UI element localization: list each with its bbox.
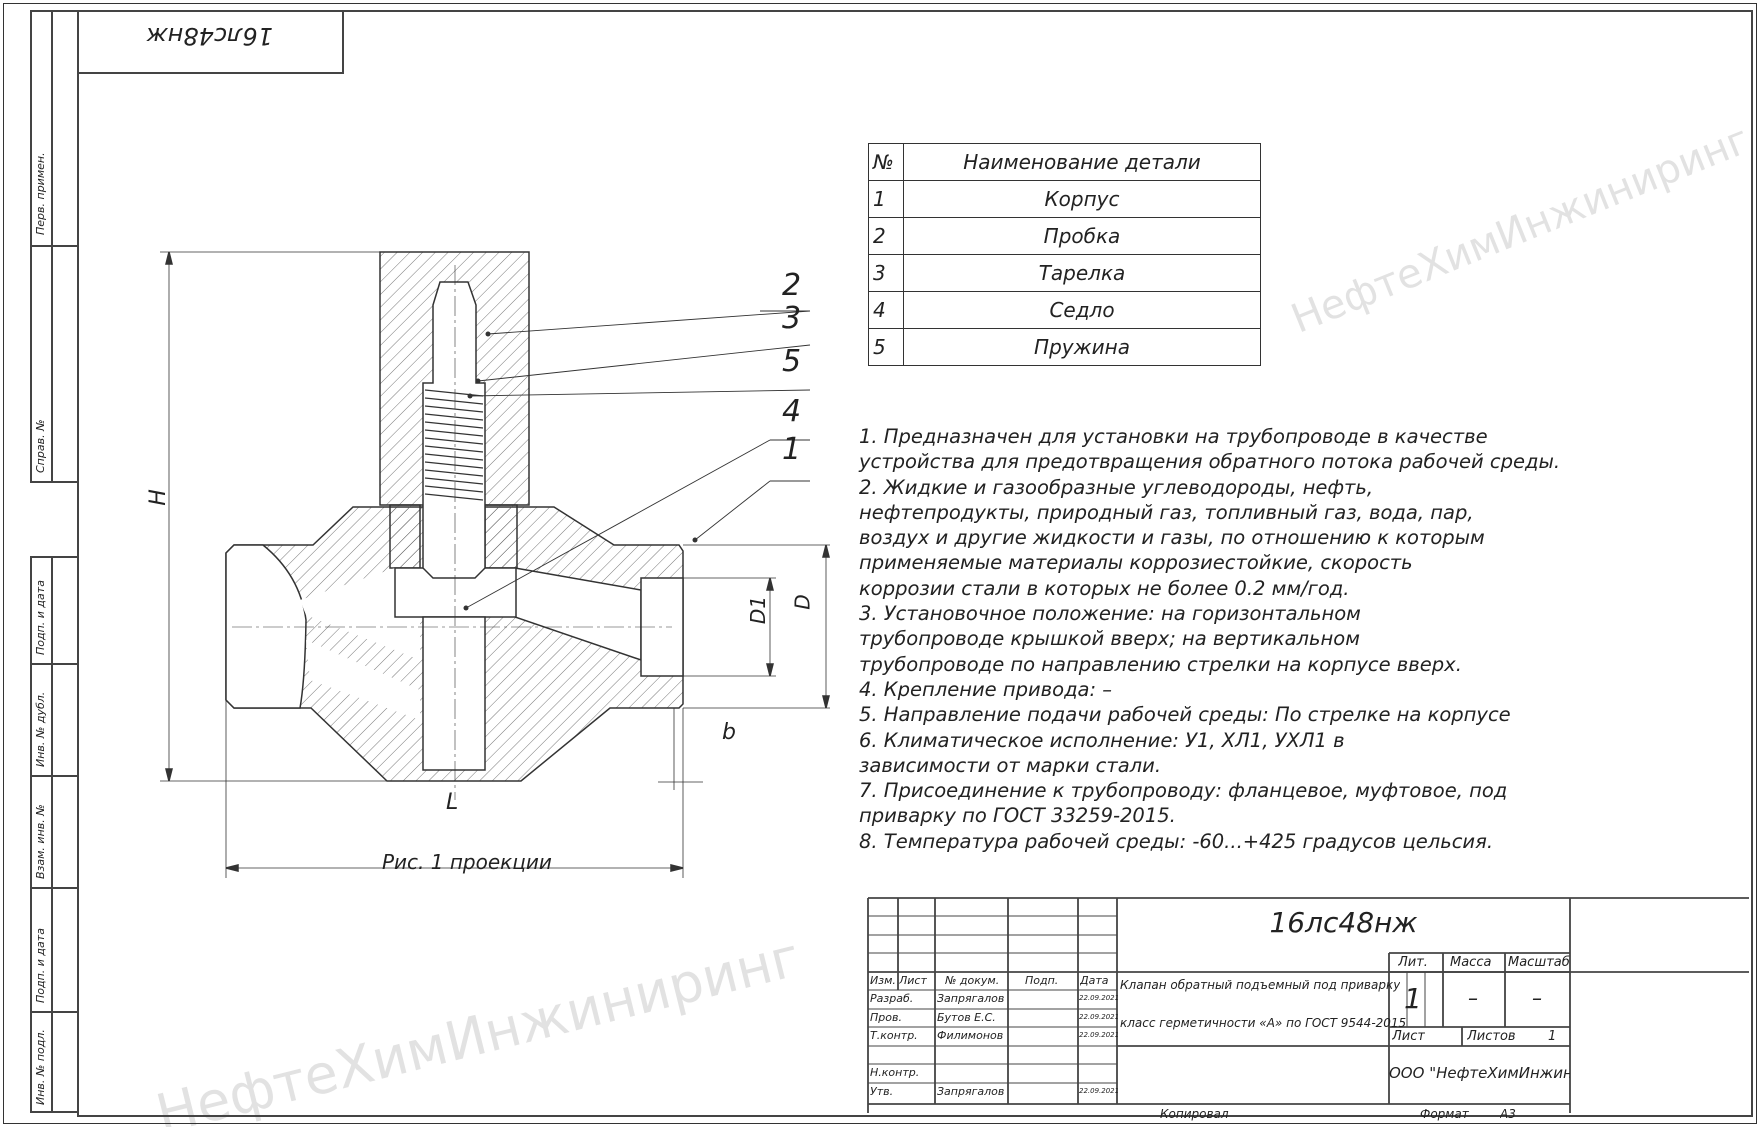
- part-num: 3: [868, 254, 904, 292]
- mass-value: –: [1468, 986, 1478, 1010]
- lit-value: 1: [1404, 982, 1422, 1015]
- callout-2: 2: [782, 268, 802, 303]
- technical-notes: 1. Предназначен для установки на трубопр…: [859, 424, 1579, 854]
- sheet-label: Лист: [1392, 1029, 1425, 1044]
- note: 2. Жидкие и газообразные углеводороды, н…: [859, 475, 1485, 600]
- header-doc: № докум.: [945, 974, 1000, 987]
- header-date: Дата: [1080, 974, 1109, 987]
- note: 6. Климатическое исполнение: У1, ХЛ1, УХ…: [859, 728, 1345, 777]
- mass-label: Масса: [1450, 955, 1492, 970]
- organization: ООО "НефтеХимИнжиниринг": [1389, 1064, 1570, 1082]
- header-podp: Подп.: [1025, 974, 1059, 987]
- part-num: 2: [868, 217, 904, 255]
- role: Утв.: [870, 1085, 894, 1098]
- divider: [30, 775, 77, 777]
- sheets-label: Листов: [1467, 1029, 1516, 1044]
- divider: [30, 245, 77, 247]
- format-value: А3: [1500, 1107, 1516, 1121]
- spring: [424, 389, 484, 501]
- part-name: Тарелка: [903, 254, 1261, 292]
- divider: [51, 556, 53, 1113]
- figure-caption: Рис. 1 проекции: [382, 850, 552, 874]
- part-name: Пружина: [903, 328, 1261, 366]
- date: 22.09.2021: [1079, 1013, 1120, 1021]
- part-name: Пробка: [903, 217, 1261, 255]
- part-name: Седло: [903, 291, 1261, 329]
- sheets-value: 1: [1548, 1029, 1557, 1044]
- lower-bore: [422, 616, 486, 771]
- rotated-stamp-box: [77, 10, 344, 74]
- role: Пров.: [870, 1011, 902, 1024]
- note: 5. Направление подачи рабочей среды: По …: [859, 703, 1511, 727]
- inner-frame: [77, 10, 1753, 1117]
- person-name: Запрягалов М.А.: [937, 992, 1007, 1005]
- note: 3. Установочное положение: на горизонтал…: [859, 602, 1462, 676]
- lit-label: Лит.: [1398, 955, 1428, 970]
- note: 7. Присоединение к трубопроводу: фланцев…: [859, 779, 1508, 828]
- note: 1. Предназначен для установки на трубопр…: [859, 425, 1561, 474]
- divider: [30, 887, 77, 889]
- header-list: Лист: [899, 974, 927, 987]
- note: 8. Температура рабочей среды: -60...+425…: [859, 829, 1494, 853]
- person-name: Бутов Е.С.: [937, 1011, 996, 1024]
- callout-4: 4: [782, 394, 802, 429]
- date: 22.09.2021: [1079, 994, 1120, 1002]
- date: 22.09.2021: [1079, 1087, 1120, 1095]
- divider: [30, 1011, 77, 1013]
- copied-label: Копировал: [1160, 1107, 1229, 1121]
- header-name: Наименование детали: [903, 143, 1261, 181]
- role: Т.контр.: [870, 1029, 918, 1042]
- designation: 16лс48нж: [1269, 906, 1418, 939]
- table-header-row: № Наименование детали: [868, 143, 1261, 181]
- part-num: 1: [868, 180, 904, 218]
- scale-value: –: [1532, 986, 1542, 1010]
- sidebar-bottom-group: [30, 556, 77, 1113]
- note: 4. Крепление привода: –: [859, 677, 1113, 701]
- date: 22.09.2021: [1079, 1031, 1120, 1039]
- part-name: Корпус: [903, 180, 1261, 218]
- part-num: 4: [868, 291, 904, 329]
- callout-3: 3: [782, 301, 802, 336]
- role: Н.контр.: [870, 1066, 920, 1079]
- person-name: Запрягалов М.А.: [937, 1085, 1007, 1098]
- bonnet-bore: [422, 281, 486, 579]
- divider: [30, 663, 77, 665]
- outer-border: [3, 3, 1757, 1124]
- product-name-line1: Клапан обратный подъемный под приварку: [1120, 978, 1401, 992]
- dim-l-label: L: [446, 790, 459, 815]
- callout-1: 1: [782, 432, 802, 467]
- role: Разраб.: [870, 992, 914, 1005]
- header-izm: Изм.: [870, 974, 896, 987]
- dim-b-label: b: [722, 720, 736, 745]
- person-name: Филимонов И.С.: [937, 1029, 1007, 1042]
- product-name-line2: класс герметичности «А» по ГОСТ 9544-201…: [1120, 1016, 1407, 1030]
- format-label: Формат: [1420, 1107, 1469, 1121]
- callout-5: 5: [782, 344, 802, 379]
- scale-label: Масштаб: [1508, 955, 1570, 970]
